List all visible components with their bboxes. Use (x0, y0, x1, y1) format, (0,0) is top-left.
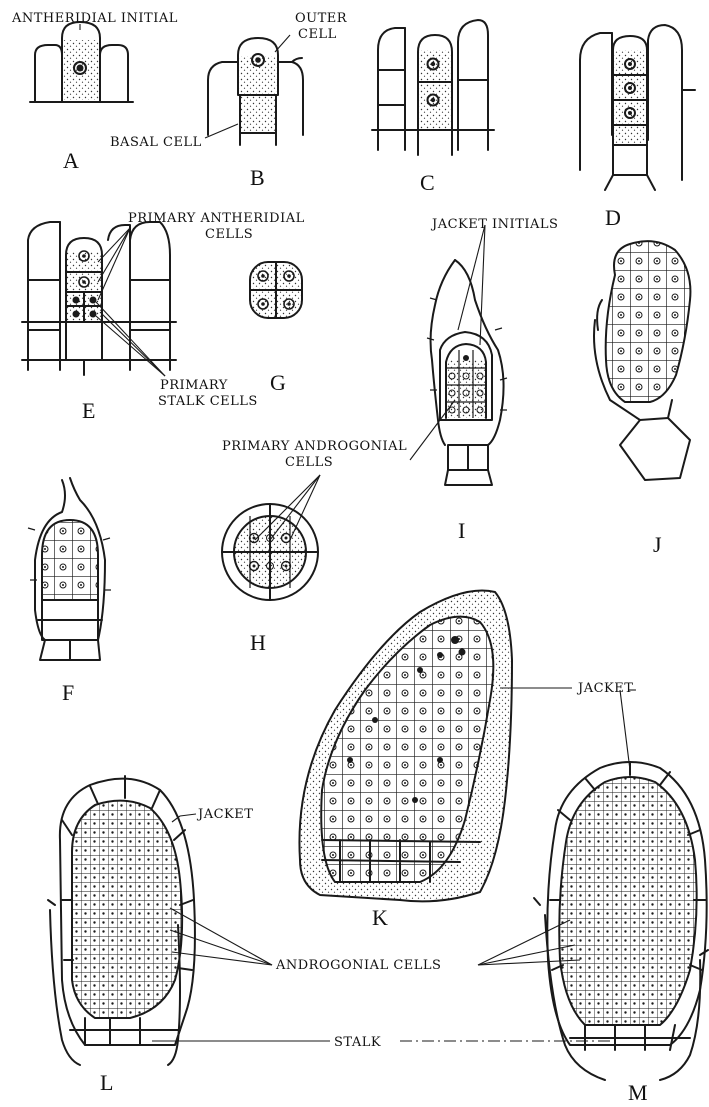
figure-letter-a: A (63, 148, 79, 173)
label-primary-androgonial-line2: CELLS (285, 455, 333, 470)
figure-letter-l: L (100, 1070, 113, 1095)
figure-letter-f: F (62, 680, 74, 705)
label-jacket-k: JACKET (576, 681, 633, 696)
stage-h-drawing (222, 504, 318, 600)
label-primary-androgonial-line1: PRIMARY ANDROGONIAL (222, 439, 407, 454)
stage-f-drawing (28, 478, 111, 660)
stage-k-drawing (299, 591, 512, 902)
figure-letter-i: I (458, 518, 465, 543)
stage-m-drawing (534, 762, 708, 1080)
label-primary-stalk-line1: PRIMARY (160, 378, 228, 393)
figure-letter-c: C (420, 170, 435, 195)
label-primary-antheridial-line2: CELLS (205, 227, 253, 242)
label-outer-cell-line2: CELL (298, 27, 337, 42)
stage-a-drawing (30, 22, 133, 102)
label-jacket-l: JACKET (196, 807, 253, 822)
stage-l-drawing (48, 776, 195, 1065)
label-stalk: STALK (334, 1035, 381, 1050)
figure-letter-k: K (372, 905, 388, 930)
figure-letter-g: G (270, 370, 286, 395)
figure-letter-d: D (605, 205, 621, 230)
label-primary-antheridial-line1: PRIMARY ANTHERIDIAL (128, 211, 305, 226)
stage-c-drawing (372, 20, 494, 155)
figure-letter-b: B (250, 165, 265, 190)
stage-j-drawing (594, 240, 695, 480)
label-basal-cell: BASAL CELL (110, 135, 202, 150)
label-androgonial-cells: ANDROGONIAL CELLS (275, 958, 441, 973)
figure-letter-h: H (250, 630, 266, 655)
figure-letter-m: M (628, 1080, 648, 1105)
label-antheridial-initial: ANTHERIDIAL INITIAL (11, 11, 178, 26)
label-primary-stalk-line2: STALK CELLS (158, 394, 258, 409)
stage-b-drawing (208, 38, 303, 145)
label-jacket-initials: JACKET INITIALS (430, 217, 558, 232)
stage-d-drawing (580, 25, 695, 190)
label-outer-cell-line1: OUTER (295, 11, 348, 26)
figure-letter-j: J (653, 532, 662, 557)
stage-g-drawing (250, 262, 302, 318)
figure-letter-e: E (82, 398, 95, 423)
